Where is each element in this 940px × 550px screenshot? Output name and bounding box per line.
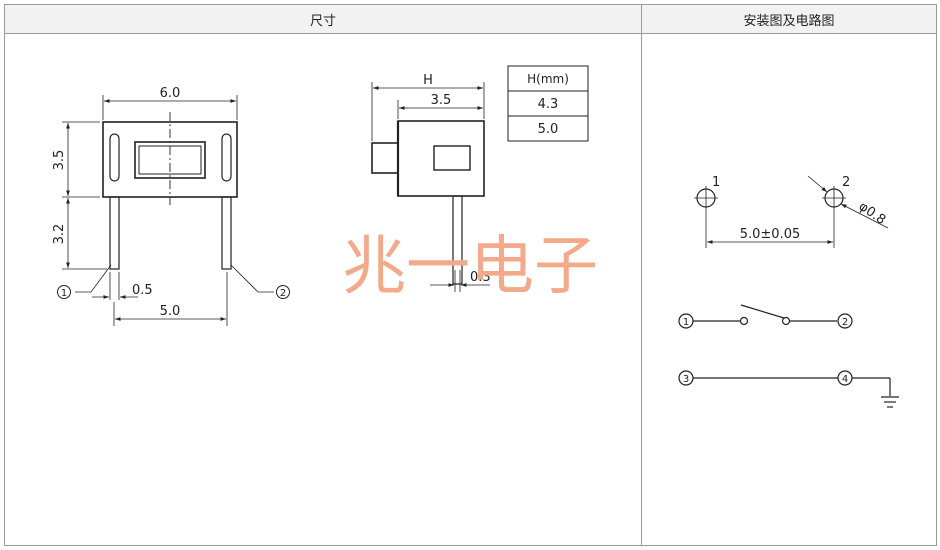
dimensions-header-label: 尺寸 [309,13,336,29]
h-table-text: H(mm) 4.3 5.0 [527,72,569,137]
circuit-diagram [678,304,899,408]
node-1 [678,313,694,329]
front-view-labels: 6.0 3.5 3.2 0.5 5.0 1 2 [52,86,286,319]
pin2-marker [276,285,290,299]
hole2-number: 2 [842,175,850,190]
node-3 [678,370,694,386]
pin-spacing-label: 5.0 [160,304,181,319]
install-diagram [694,175,889,248]
right-slot [221,133,232,182]
hole1-number: 1 [712,175,720,190]
side-view-labels: H 3.5 0.3 [423,73,491,285]
hole-diameter-label: φ0.8 [856,199,889,228]
pin2-number: 2 [280,288,286,299]
side-button [371,142,399,174]
front-view [57,95,290,326]
pin-left [109,196,120,270]
side-pin [452,195,463,285]
switch-lever [740,304,785,319]
side-body [397,120,485,197]
pin-width-label: 0.5 [132,283,153,298]
h-table-row-1: 4.3 [538,97,559,112]
h-label: H [423,73,433,88]
h-table-row-2: 5.0 [538,122,559,137]
pin-right [221,196,232,270]
body-height-label: 3.5 [52,150,67,171]
install-circuit-panel [641,33,937,546]
depth-label: 3.5 [431,93,452,108]
node-4-label: 4 [842,374,848,385]
circuit-labels: 1 2 3 4 [683,317,848,385]
pin-height-label: 3.2 [52,224,67,245]
h-table [507,65,589,142]
side-window [433,145,471,171]
switch-contact-left [739,316,749,326]
watermark: 兆一电子 [342,230,598,304]
node-2 [837,313,853,329]
left-slot [109,133,120,182]
pin-thickness-label: 0.3 [470,270,491,285]
node-3-label: 3 [683,374,689,385]
node-2-label: 2 [842,317,848,328]
pin1-number: 1 [61,288,67,299]
h-table-header: H(mm) [527,72,569,86]
pin1-marker [57,285,71,299]
hole-spacing-label: 5.0±0.05 [740,227,801,242]
dimensions-header: 尺寸 [4,4,642,34]
width-label: 6.0 [160,86,181,101]
node-1-label: 1 [683,317,689,328]
install-labels: 1 2 5.0±0.05 φ0.8 [712,175,888,242]
side-view [371,82,490,292]
switch-contact-right [781,316,791,326]
install-circuit-header-label: 安装图及电路图 [743,13,835,29]
